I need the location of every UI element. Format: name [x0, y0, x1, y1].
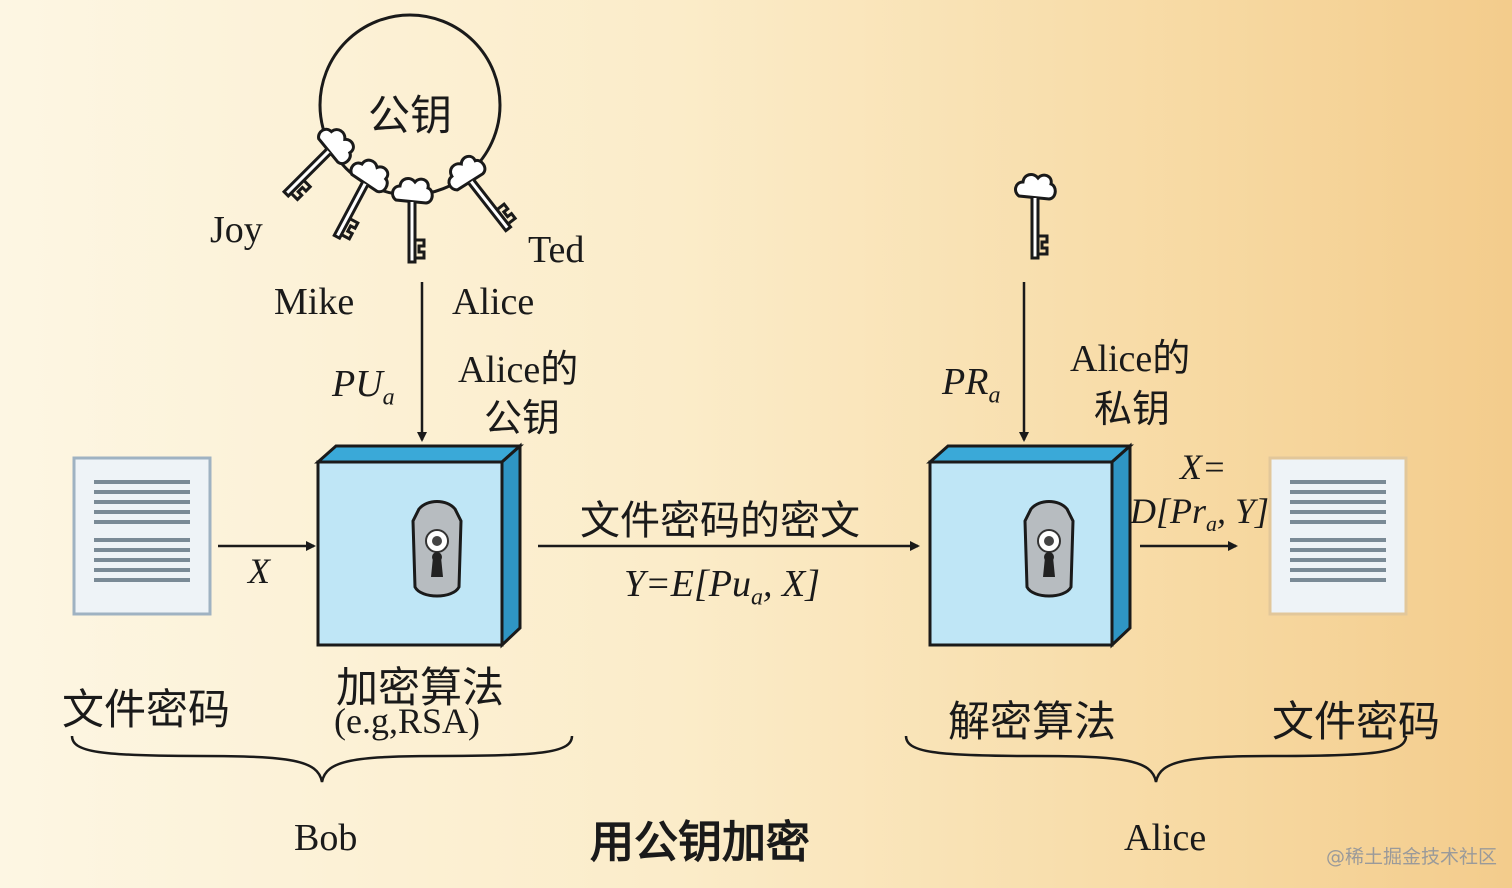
- key-icon-ted: [439, 149, 526, 243]
- plaintext-document-icon-left: [72, 456, 212, 616]
- output-formula-line-2: D[Pra, Y]: [1130, 491, 1270, 537]
- encryption-algorithm-title: 加密算法: [336, 663, 505, 712]
- plaintext-document-icon-right: [1268, 456, 1408, 616]
- receiver-label: Alice: [1124, 817, 1207, 859]
- plaintext-label-right: 文件密码: [1272, 697, 1441, 746]
- output-formula-line-1: X=: [1180, 447, 1227, 487]
- bob-brace: [70, 735, 574, 783]
- sender-label: Bob: [294, 817, 358, 859]
- keyhole-lock-icon: [411, 500, 463, 598]
- plaintext-label-left: 文件密码: [62, 685, 231, 734]
- keyring-owner-joy: Joy: [210, 209, 263, 251]
- keyring-owner-mike: Mike: [274, 281, 355, 323]
- private-key-symbol: PRa: [942, 361, 1001, 409]
- watermark: @稀土掘金技术社区: [1326, 846, 1498, 868]
- decryption-box: [926, 442, 1134, 649]
- keyring-owner-alice: Alice: [452, 281, 535, 323]
- public-key-caption: Alice的 公钥: [458, 349, 579, 440]
- input-symbol: X: [248, 551, 270, 591]
- encryption-box: [314, 442, 524, 649]
- keyring-owner-ted: Ted: [528, 229, 585, 271]
- keyhole-lock-icon: [1023, 500, 1075, 598]
- alice-brace: [904, 735, 1408, 783]
- public-key-symbol: PUa: [332, 363, 395, 411]
- transmission-caption: 文件密码的密文: [580, 498, 860, 544]
- keyring-label: 公钥: [368, 91, 453, 140]
- private-key-icon: [1014, 173, 1057, 260]
- key-icon-joy: [270, 119, 362, 210]
- private-key-caption: Alice的 私钥: [1070, 338, 1191, 431]
- ciphertext-formula: Y=E[Pua, X]: [624, 563, 820, 611]
- key-icon-mike: [318, 152, 396, 248]
- diagram-title: 用公钥加密: [590, 817, 810, 868]
- key-icon-alice: [391, 177, 434, 264]
- encryption-algorithm-example: (e.g,RSA): [334, 701, 480, 741]
- decryption-algorithm-title: 解密算法: [948, 697, 1117, 746]
